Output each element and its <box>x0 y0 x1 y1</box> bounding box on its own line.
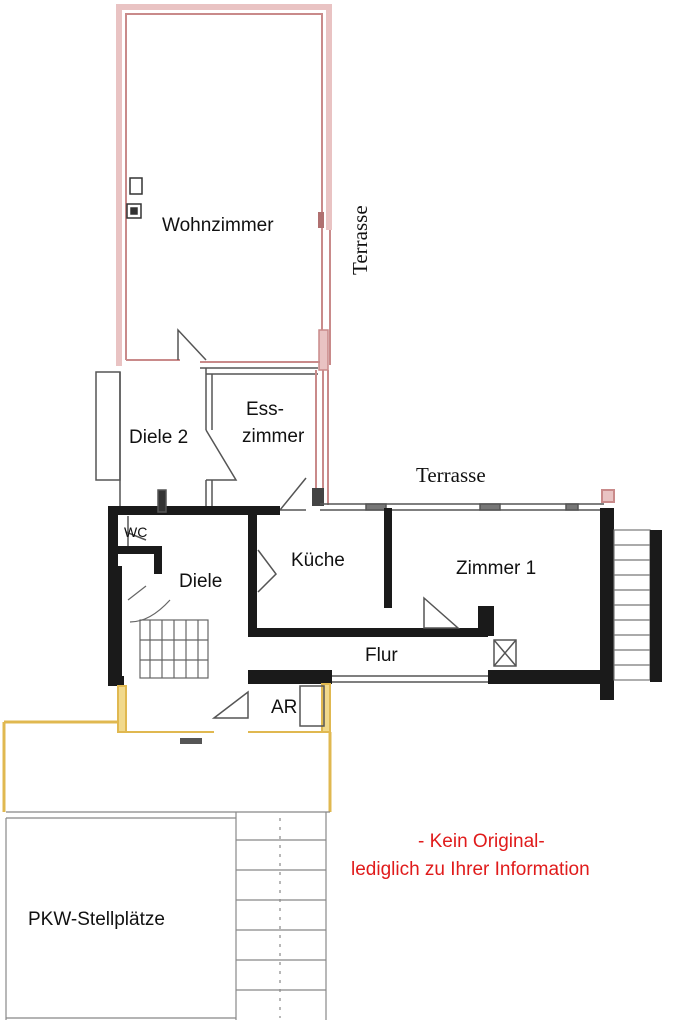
door-esszimmer <box>278 477 307 511</box>
terrasse-post <box>601 489 615 503</box>
room-label-diele: Diele <box>179 571 222 592</box>
lower-doors <box>125 531 460 719</box>
label-terrasse-top: Terrasse <box>416 463 486 487</box>
ar-inner-wall <box>299 685 325 727</box>
stairs-inner <box>127 585 209 679</box>
room-label-flur: Flur <box>365 645 398 666</box>
room-label-diele2: Diele 2 <box>129 427 188 448</box>
forecourt <box>2 720 332 812</box>
fireplace <box>126 177 143 219</box>
room-label-wc: WC <box>124 524 147 540</box>
lower-thick-walls <box>108 506 614 700</box>
label-pkw-stellplaetze: PKW-Stellplätze <box>28 909 165 930</box>
ar-walls <box>117 683 331 733</box>
room-label-esszimmer-1: Ess- <box>246 399 284 420</box>
room-label-ar: AR <box>271 697 297 718</box>
lower-thin-walls <box>127 489 517 683</box>
stairs-right <box>613 529 651 681</box>
stairs-right-wall <box>650 530 662 682</box>
note-line-2: lediglich zu Ihrer Information <box>351 859 590 880</box>
label-terrasse-side: Terrasse <box>348 205 372 275</box>
room-label-zimmer1: Zimmer 1 <box>456 558 536 579</box>
room-label-esszimmer-2: zimmer <box>242 426 305 447</box>
wall-niche <box>318 212 324 228</box>
room-label-kueche: Küche <box>291 550 345 571</box>
terrasse-line <box>320 503 604 511</box>
door-wohnzimmer <box>177 328 207 361</box>
wohnzimmer-walls <box>116 4 332 371</box>
note-line-1: - Kein Original- <box>418 831 545 852</box>
parking-area <box>5 811 330 1020</box>
middle-walls <box>95 367 318 508</box>
room-label-wohnzimmer: Wohnzimmer <box>162 215 274 236</box>
esszimmer-right-wall <box>312 370 329 506</box>
entrance-step <box>180 738 202 744</box>
